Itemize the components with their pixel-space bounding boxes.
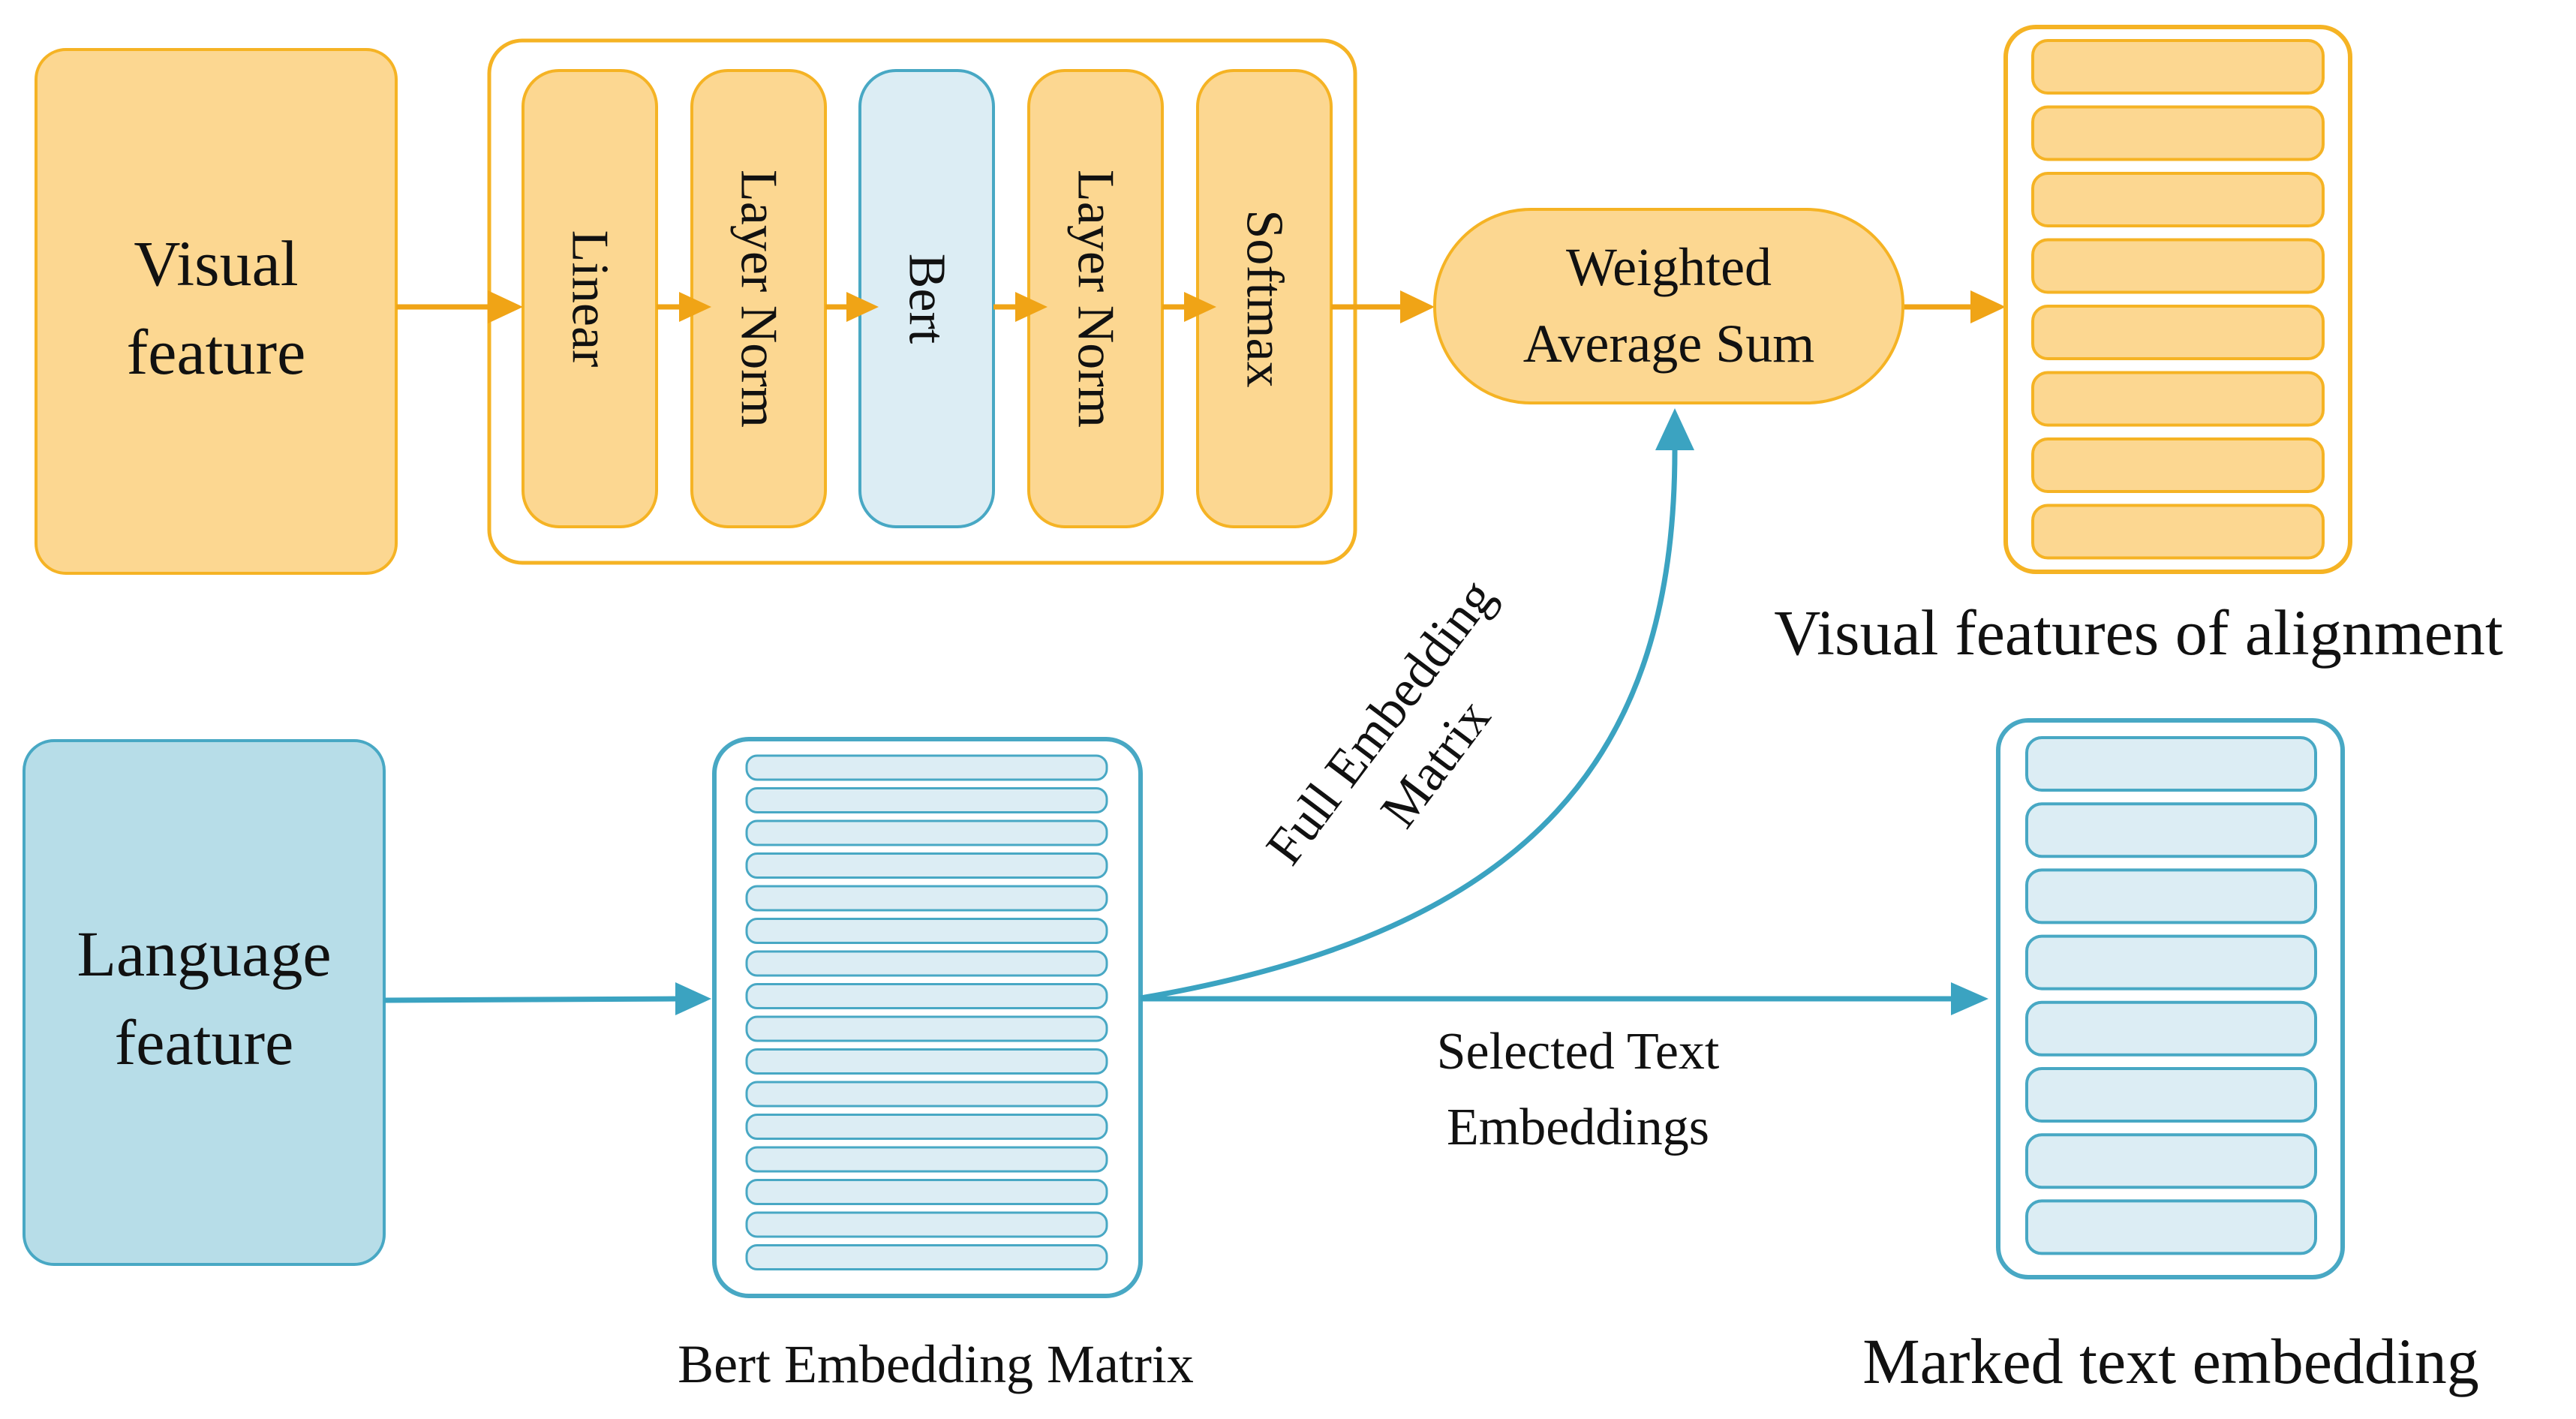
arrow-language-to-bert-matrix [383,982,711,1015]
module-label-linear: Linear [561,230,619,368]
language-feature-box: Language feature [23,739,386,1266]
arrowhead-layernorm-to-softmax [1184,292,1216,322]
aligned-feature-bar-6 [2031,371,2325,427]
aligned-features-caption: Visual features of alignment [1774,597,2503,669]
bert-embedding-row-3 [745,819,1108,846]
marked-text-bar-8 [2025,1199,2317,1255]
marked-text-bar-2 [2025,802,2317,858]
aligned-features-container [2003,25,2352,574]
bert-embedding-row-15 [745,1211,1108,1238]
pipeline-module-bert: Bert [858,69,995,528]
bert-embedding-row-2 [745,787,1108,813]
selected-text-arrow [1141,982,1988,1015]
marked-text-bar-4 [2025,934,2317,991]
aligned-feature-bar-4 [2031,238,2325,294]
bert-embedding-row-6 [745,918,1108,944]
pipeline-module-layer-norm-1: Layer Norm [690,69,827,528]
bert-embedding-rows [745,754,1108,1270]
orange-arrows [396,290,2006,323]
bert-embedding-row-14 [745,1179,1108,1205]
marked-text-bar-1 [2025,736,2317,792]
language-feature-label-line2: feature [115,1006,294,1078]
bert-embedding-row-5 [745,885,1108,912]
language-feature-label-line1: Language [77,918,331,990]
pipeline-module-layer-norm-2: Layer Norm [1027,69,1164,528]
bert-embedding-row-12 [745,1114,1108,1140]
bert-embedding-row-13 [745,1146,1108,1173]
marked-text-bar-3 [2025,868,2317,924]
module-label-bert: Bert [898,254,956,344]
arrowhead-bert-to-layernorm [1015,292,1048,322]
aligned-feature-bar-2 [2031,105,2325,161]
marked-text-bar-6 [2025,1067,2317,1123]
bert-embedding-row-1 [745,754,1108,781]
bert-embedding-row-16 [745,1244,1108,1270]
module-label-softmax: Softmax [1236,209,1294,387]
weighted-label-line1: Weighted [1566,237,1772,297]
arrowhead-weighted-to-aligned [1970,290,2006,323]
weighted-label-line2: Average Sum [1523,314,1815,374]
visual-feature-box: Visual feature [35,48,398,575]
pipeline-module-linear: Linear [522,69,658,528]
bert-embedding-row-9 [745,1015,1108,1042]
bert-matrix-caption: Bert Embedding Matrix [678,1334,1194,1394]
visual-feature-label-line2: feature [127,316,306,388]
marked-text-bar-5 [2025,1000,2317,1057]
aligned-feature-bar-8 [2031,504,2325,560]
full-embedding-label: Full Embedding Matrix [1255,569,1506,875]
full-embedding-curve-arrow [1140,408,1694,1001]
arrowhead-softmax-to-weighted [1400,290,1435,323]
pipeline-module-softmax: Softmax [1196,69,1333,528]
arrowhead-layernorm-to-bert [846,292,879,322]
aligned-feature-bars [2031,39,2325,560]
aligned-feature-bar-5 [2031,305,2325,360]
bert-embedding-row-7 [745,950,1108,977]
aligned-feature-bar-3 [2031,172,2325,227]
bert-embedding-row-4 [745,852,1108,879]
bert-embedding-row-10 [745,1048,1108,1075]
weighted-average-sum-box: Weighted Average Sum [1433,208,1904,404]
marked-text-bars [2025,736,2317,1255]
visual-feature-label-line1: Visual [134,227,298,299]
arrowhead-linear-to-layernorm [679,292,711,322]
arrowhead-visual-to-linear [488,290,523,323]
marked-text-caption: Marked text embedding [1862,1325,2479,1397]
marked-text-bar-7 [2025,1133,2317,1189]
selected-text-label-line2: Embeddings [1447,1099,1709,1156]
bert-embedding-row-11 [745,1081,1108,1108]
aligned-feature-bar-7 [2031,437,2325,493]
selected-text-label-line1: Selected Text [1437,1023,1720,1081]
module-label-layer-norm-1: Layer Norm [730,170,788,428]
bert-embedding-row-8 [745,983,1108,1009]
aligned-feature-bar-1 [2031,39,2325,95]
module-label-layer-norm-2: Layer Norm [1067,170,1125,428]
